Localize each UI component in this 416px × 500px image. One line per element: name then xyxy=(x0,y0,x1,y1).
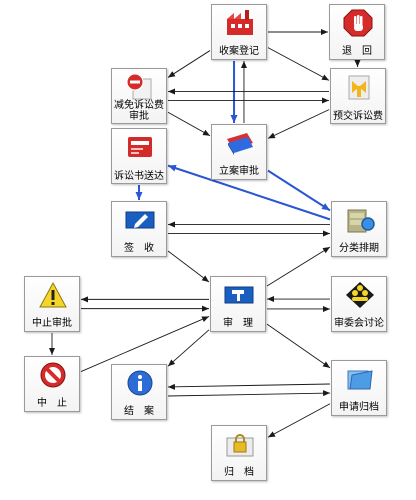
node-label: 审委会讨论 xyxy=(334,318,384,329)
node-label: 分类排期 xyxy=(339,243,379,254)
node-delivery[interactable]: 诉讼书送达 xyxy=(111,128,167,184)
no-entry-icon xyxy=(38,361,68,389)
node-trial[interactable]: 审 理 xyxy=(210,276,266,332)
node-register[interactable]: 收案登记 xyxy=(211,4,267,60)
edge-filing-to-classify xyxy=(267,169,331,212)
node-label: 预交诉讼费 xyxy=(333,111,383,122)
node-label: 退 回 xyxy=(342,46,372,57)
node-label: 中止审批 xyxy=(32,318,72,329)
edge-suspend-to-trial xyxy=(80,316,210,372)
info-icon xyxy=(125,369,155,397)
edge-trial-to-classify xyxy=(266,246,331,287)
node-suspend[interactable]: 中 止 xyxy=(24,356,80,412)
node-suspend-approval[interactable]: 中止审批 xyxy=(24,276,80,332)
node-label: 结 案 xyxy=(124,406,154,417)
edge-close-to-archive_request xyxy=(168,390,331,397)
file-cabinet-magnifier-icon xyxy=(345,206,375,234)
node-label: 归 档 xyxy=(224,467,254,478)
edge-trial-to-archive_request xyxy=(266,323,331,369)
edge-sign-to-trial xyxy=(167,250,210,283)
edge-archive_request-to-archive xyxy=(267,403,331,438)
node-label: 减免诉讼费审批 xyxy=(114,100,164,122)
node-archive-request[interactable]: 申请归档 xyxy=(331,360,387,416)
edge-fee_waiver-to-filing xyxy=(167,111,211,137)
node-archive[interactable]: 归 档 xyxy=(211,425,267,481)
minus-badge-document-icon xyxy=(125,73,155,101)
node-return[interactable]: 退 回 xyxy=(329,4,385,60)
edge-register-to-fee_waiver xyxy=(167,50,211,78)
people-meeting-icon xyxy=(345,281,375,309)
edge-archive_request-to-close xyxy=(167,383,330,390)
blue-pencil-panel-icon xyxy=(125,206,155,234)
edge-register-to-prepay xyxy=(267,47,330,81)
blue-hammer-panel-icon xyxy=(224,281,254,309)
node-label: 申请归档 xyxy=(339,402,379,413)
edge-trial-to-close xyxy=(167,329,210,367)
node-label: 审 理 xyxy=(223,318,253,329)
blue-folder-icon xyxy=(225,129,255,157)
factory-icon xyxy=(225,9,255,37)
node-committee[interactable]: 审委会讨论 xyxy=(331,276,387,332)
node-classify[interactable]: 分类排期 xyxy=(331,201,387,257)
node-label: 诉讼书送达 xyxy=(114,171,164,182)
edge-prepay-to-filing xyxy=(267,109,330,139)
red-mailbox-icon xyxy=(125,133,155,161)
stop-hand-icon xyxy=(343,9,373,37)
node-close[interactable]: 结 案 xyxy=(111,364,167,420)
warning-triangle-icon xyxy=(38,281,68,309)
node-label: 签 收 xyxy=(124,243,154,254)
lock-folder-icon xyxy=(225,430,255,458)
node-label: 中 止 xyxy=(37,398,67,409)
edge-classify-to-delivery xyxy=(167,164,331,221)
node-prepay[interactable]: 预交诉讼费 xyxy=(330,68,386,124)
node-label: 收案登记 xyxy=(219,46,259,57)
blue-folder-open-icon xyxy=(345,365,375,393)
node-sign[interactable]: 签 收 xyxy=(111,201,167,257)
node-fee-waiver[interactable]: 减免诉讼费审批 xyxy=(111,68,167,124)
node-label: 立案审批 xyxy=(219,166,259,177)
yellow-arrows-document-icon xyxy=(344,73,374,101)
node-filing[interactable]: 立案审批 xyxy=(211,124,267,180)
